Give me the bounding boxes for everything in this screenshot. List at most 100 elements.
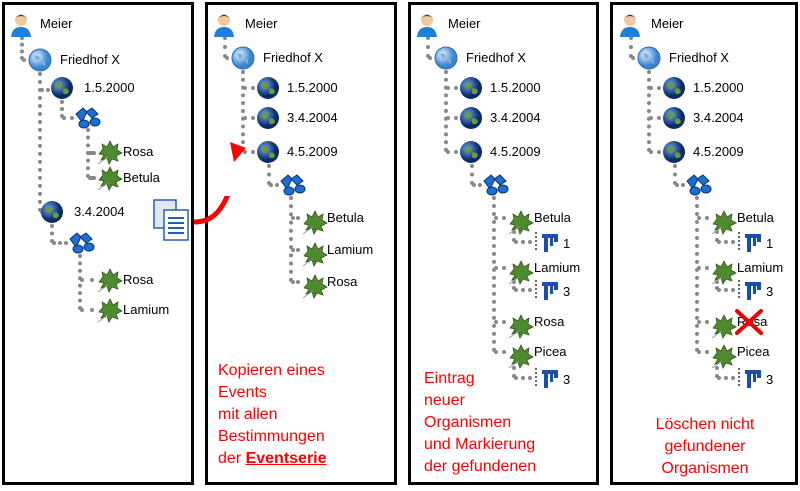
connector-line	[629, 36, 633, 58]
caption-line: Organismen	[424, 414, 512, 431]
caliper-icon	[534, 230, 560, 259]
connector-line	[446, 150, 458, 154]
connector-line	[269, 183, 279, 187]
panel-original-series	[2, 2, 194, 485]
caliper-icon	[737, 230, 763, 259]
caption-line: Organismen	[661, 460, 749, 477]
leaf-icon	[507, 314, 535, 345]
node-label: 1.5.2000	[490, 80, 541, 95]
node-label: Meier	[651, 16, 684, 31]
leaf-icon	[301, 274, 329, 305]
leaf-icon	[96, 140, 124, 171]
caption-line: Bestimmungen	[218, 428, 325, 445]
event-earth-icon	[459, 140, 483, 169]
node-label: 4.5.2009	[287, 144, 338, 159]
node-label: 3.4.2004	[693, 110, 744, 125]
connector-line	[243, 150, 255, 154]
node-label: Friedhof X	[669, 50, 729, 65]
connector-line	[223, 36, 227, 58]
node-label: Friedhof X	[60, 52, 120, 67]
node-label: 3.4.2004	[74, 204, 125, 219]
event-earth-icon	[256, 76, 280, 105]
connector-line	[697, 350, 709, 354]
binoculars-icon	[685, 173, 713, 202]
connector-line	[649, 116, 661, 120]
node-label: Lamium	[327, 242, 374, 257]
connector-line	[428, 56, 434, 60]
connector-line	[512, 230, 516, 242]
node-label: Rosa	[123, 144, 154, 159]
connector-line	[267, 164, 271, 185]
caliper-icon	[737, 278, 763, 307]
document-copy-icon	[153, 199, 189, 241]
node-label: 1.5.2000	[84, 80, 135, 95]
count-value: 1	[766, 236, 774, 251]
person-icon	[416, 13, 438, 42]
node-label: Friedhof X	[263, 50, 323, 65]
leaf-icon	[96, 166, 124, 197]
node-label: Rosa	[327, 274, 358, 289]
connector-line	[494, 350, 506, 354]
node-label: Picea	[534, 344, 567, 359]
caption-copy-event: Kopieren eines Events mit allen Bestimmu…	[218, 360, 327, 470]
connector-line	[649, 86, 661, 90]
node-label: Meier	[448, 16, 481, 31]
connector-line	[78, 254, 82, 310]
caption-line: gefundener	[664, 438, 746, 455]
connector-line	[22, 58, 28, 62]
event-earth-icon	[662, 106, 686, 135]
connector-line	[512, 366, 516, 378]
node-label: 4.5.2009	[490, 144, 541, 159]
connector-line	[88, 151, 96, 155]
node-label: 1.5.2000	[287, 80, 338, 95]
site-globe-icon	[637, 46, 661, 75]
connector-line	[291, 216, 300, 220]
node-label: Meier	[245, 16, 278, 31]
connector-line	[40, 88, 50, 92]
connector-line	[715, 280, 719, 290]
caliper-icon	[534, 366, 560, 395]
connector-line	[426, 36, 430, 58]
event-earth-icon	[256, 140, 280, 169]
site-globe-icon	[28, 48, 52, 77]
caption-line: neuer	[424, 392, 465, 409]
caliper-icon	[534, 278, 560, 307]
leaf-icon	[507, 260, 535, 291]
connector-line	[446, 86, 458, 90]
panel-delete-organisms	[610, 2, 798, 485]
binoculars-icon	[74, 106, 102, 135]
node-label: Betula	[737, 210, 774, 225]
connector-line	[472, 183, 482, 187]
connector-line	[715, 230, 719, 242]
caption-line: und Markierung	[424, 436, 536, 453]
connector-line	[673, 164, 677, 185]
leaf-icon	[96, 268, 124, 299]
delete-cross-icon	[734, 308, 764, 341]
site-globe-icon	[434, 46, 458, 75]
connector-line	[717, 376, 735, 380]
person-icon	[619, 13, 641, 42]
connector-line	[241, 70, 245, 152]
connector-line	[289, 196, 293, 282]
event-earth-icon	[256, 106, 280, 135]
connector-line	[675, 183, 685, 187]
connector-line	[715, 366, 719, 378]
count-value: 3	[563, 284, 571, 299]
count-value: 3	[563, 372, 571, 387]
leaf-icon	[710, 344, 738, 375]
leaf-icon	[301, 242, 329, 273]
panel-copy-event	[205, 2, 397, 485]
node-label: 3.4.2004	[287, 110, 338, 125]
connector-line	[80, 278, 94, 282]
connector-line	[647, 70, 651, 152]
binoculars-icon	[68, 231, 96, 260]
connector-line	[649, 150, 661, 154]
connector-line	[225, 56, 231, 60]
connector-line	[38, 72, 42, 212]
caption-emphasis: Eventserie	[245, 450, 327, 467]
count-value: 3	[766, 372, 774, 387]
connector-line	[494, 320, 506, 324]
count-value: 3	[766, 284, 774, 299]
person-icon	[213, 13, 235, 42]
node-label: Betula	[123, 170, 160, 185]
